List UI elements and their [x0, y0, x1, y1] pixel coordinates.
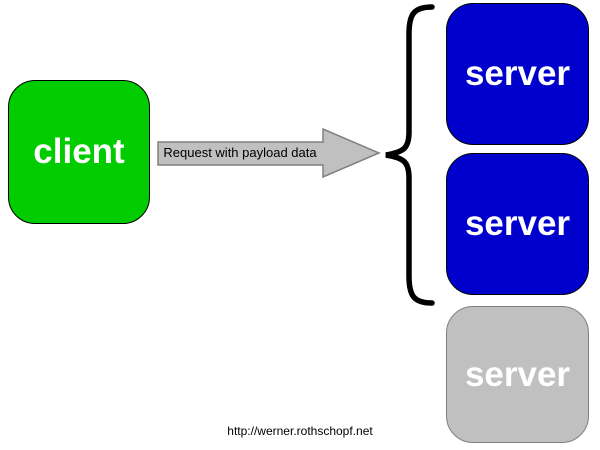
- footer-url: http://werner.rothschopf.net: [227, 424, 373, 438]
- request-arrow-icon: [157, 127, 381, 179]
- client-node: client: [8, 80, 150, 224]
- server-node-2: server: [446, 153, 589, 295]
- request-arrow-label: Request with payload data: [163, 145, 317, 160]
- server-label-1: server: [464, 54, 571, 93]
- server-label-3: server: [464, 354, 571, 394]
- server-label-2: server: [464, 204, 571, 243]
- curly-brace-icon: [385, 4, 435, 306]
- client-label: client: [33, 132, 125, 171]
- curly-brace-path: [385, 4, 435, 306]
- server-node-1: server: [446, 3, 589, 145]
- server-node-3: server: [446, 306, 589, 443]
- request-arrow-shape: [157, 127, 381, 179]
